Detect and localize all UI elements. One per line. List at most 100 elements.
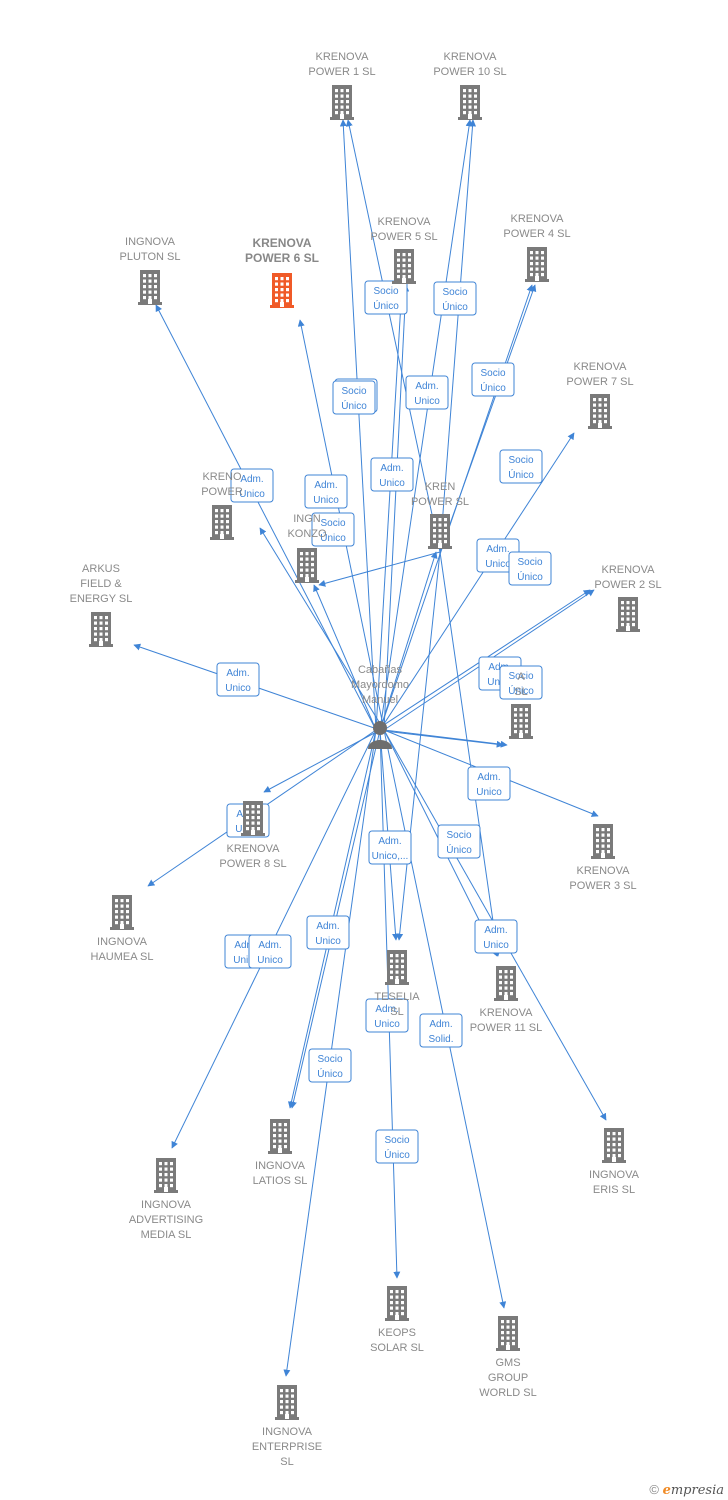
relation-badge-text: Adm. [316, 921, 339, 932]
relation-badge[interactable]: Adm.Unico,... [368, 830, 412, 865]
relation-badge-text: Solid. [428, 1034, 453, 1045]
company-node-krenova2[interactable]: KRENOVA POWER 2 SL [594, 564, 662, 632]
edge-hub-krenova10 [439, 119, 477, 553]
company-node-krenova9[interactable]: KRENO POWER [201, 471, 243, 540]
relation-badge-text: Adm. [240, 474, 263, 485]
relation-badge-text: Único [341, 399, 367, 412]
relation-badge-text: Único [384, 1148, 410, 1161]
relation-badge-text: Unico [239, 489, 265, 500]
edge-hub-krenova4 [439, 284, 537, 553]
edge-to-krenova5 [383, 284, 410, 731]
building-icon [591, 824, 615, 859]
edge-hub-teselia [396, 551, 441, 941]
relation-badge-text: Adm. [258, 940, 281, 951]
relation-badge[interactable]: Adm.Unico [467, 766, 511, 801]
relation-badge[interactable]: Adm.Unico [405, 375, 449, 410]
relation-badge-text: Adm. [378, 836, 401, 847]
relation-badge[interactable]: Adm.Solid. [419, 1013, 463, 1048]
relation-badge-text: Unico [225, 683, 251, 694]
edge-hub-konzo [318, 551, 441, 587]
company-label-line: ADVERTISING [129, 1214, 203, 1226]
brand-logo[interactable]: empresia [662, 1483, 724, 1498]
company-label-line: POWER 10 SL [433, 66, 506, 78]
company-label-line: KRENOVA [577, 865, 631, 877]
company-label-line: POWER 3 SL [569, 880, 636, 892]
company-label-line: A [517, 671, 525, 683]
relation-badge[interactable]: Adm.Unico [306, 915, 350, 950]
building-icon [525, 247, 549, 282]
relation-badge[interactable]: Adm. Unico [474, 919, 518, 954]
relation-badge-text: Adm. [484, 925, 507, 936]
company-label-line: KRENOVA [602, 564, 656, 576]
person-icon [368, 721, 392, 749]
company-label-line: KRENOVA [252, 236, 311, 250]
company-node-krenovaE[interactable]: A SL [509, 671, 533, 739]
relation-badge[interactable]: Adm. Unico [248, 934, 292, 969]
relation-badge-text: Socio [373, 286, 398, 297]
person-name-line: Mayordomo [351, 679, 409, 691]
company-label-line: POWER 2 SL [594, 579, 661, 591]
relationship-badges: SocioÚnicoSocioÚnicoSocioÚnicoAdm.UnicoS… [216, 280, 552, 1164]
company-label-line: KRENOVA [511, 213, 565, 225]
relation-badge-text: Socio [517, 557, 542, 568]
relation-badge-text: Adm. [314, 480, 337, 491]
company-label-line: KRENOVA [480, 1007, 534, 1019]
relation-badge[interactable]: Adm.Unico [304, 474, 348, 509]
building-icon [392, 249, 416, 284]
relation-badge-text: Socio [446, 830, 471, 841]
company-node-krenova3[interactable]: KRENOVA POWER 3 SL [569, 824, 637, 892]
relation-badge-text: Unico [257, 955, 283, 966]
person-name-line: Cabañas [358, 664, 403, 676]
relation-badge[interactable]: Adm. Unico [230, 468, 274, 503]
relation-badge-text: Unico [379, 478, 405, 489]
relation-badge[interactable]: Adm.Unico [216, 662, 260, 697]
company-label-line: FIELD & [80, 578, 122, 590]
company-label-line: SL [514, 686, 527, 698]
edge-hub-krenova11 [439, 551, 501, 957]
company-node-krenova11[interactable]: KRENOVA POWER 11 SL [470, 966, 543, 1034]
company-label-line: POWER 11 SL [470, 1022, 543, 1034]
building-icon [428, 514, 452, 549]
company-label-line: WORLD SL [479, 1387, 536, 1399]
relation-badge[interactable]: Adm.Unico [370, 457, 414, 492]
relation-badge-text: Adm. [477, 772, 500, 783]
relation-badge-text: Unico [483, 940, 509, 951]
relation-badge-text: Socio [480, 368, 505, 379]
company-label-line: KRENO [202, 471, 242, 483]
company-label-line: POWER [201, 486, 243, 498]
relation-badge-text: Único [317, 1067, 343, 1080]
building-icon [270, 273, 294, 308]
relation-badge[interactable]: Adm.Unico [365, 998, 409, 1033]
